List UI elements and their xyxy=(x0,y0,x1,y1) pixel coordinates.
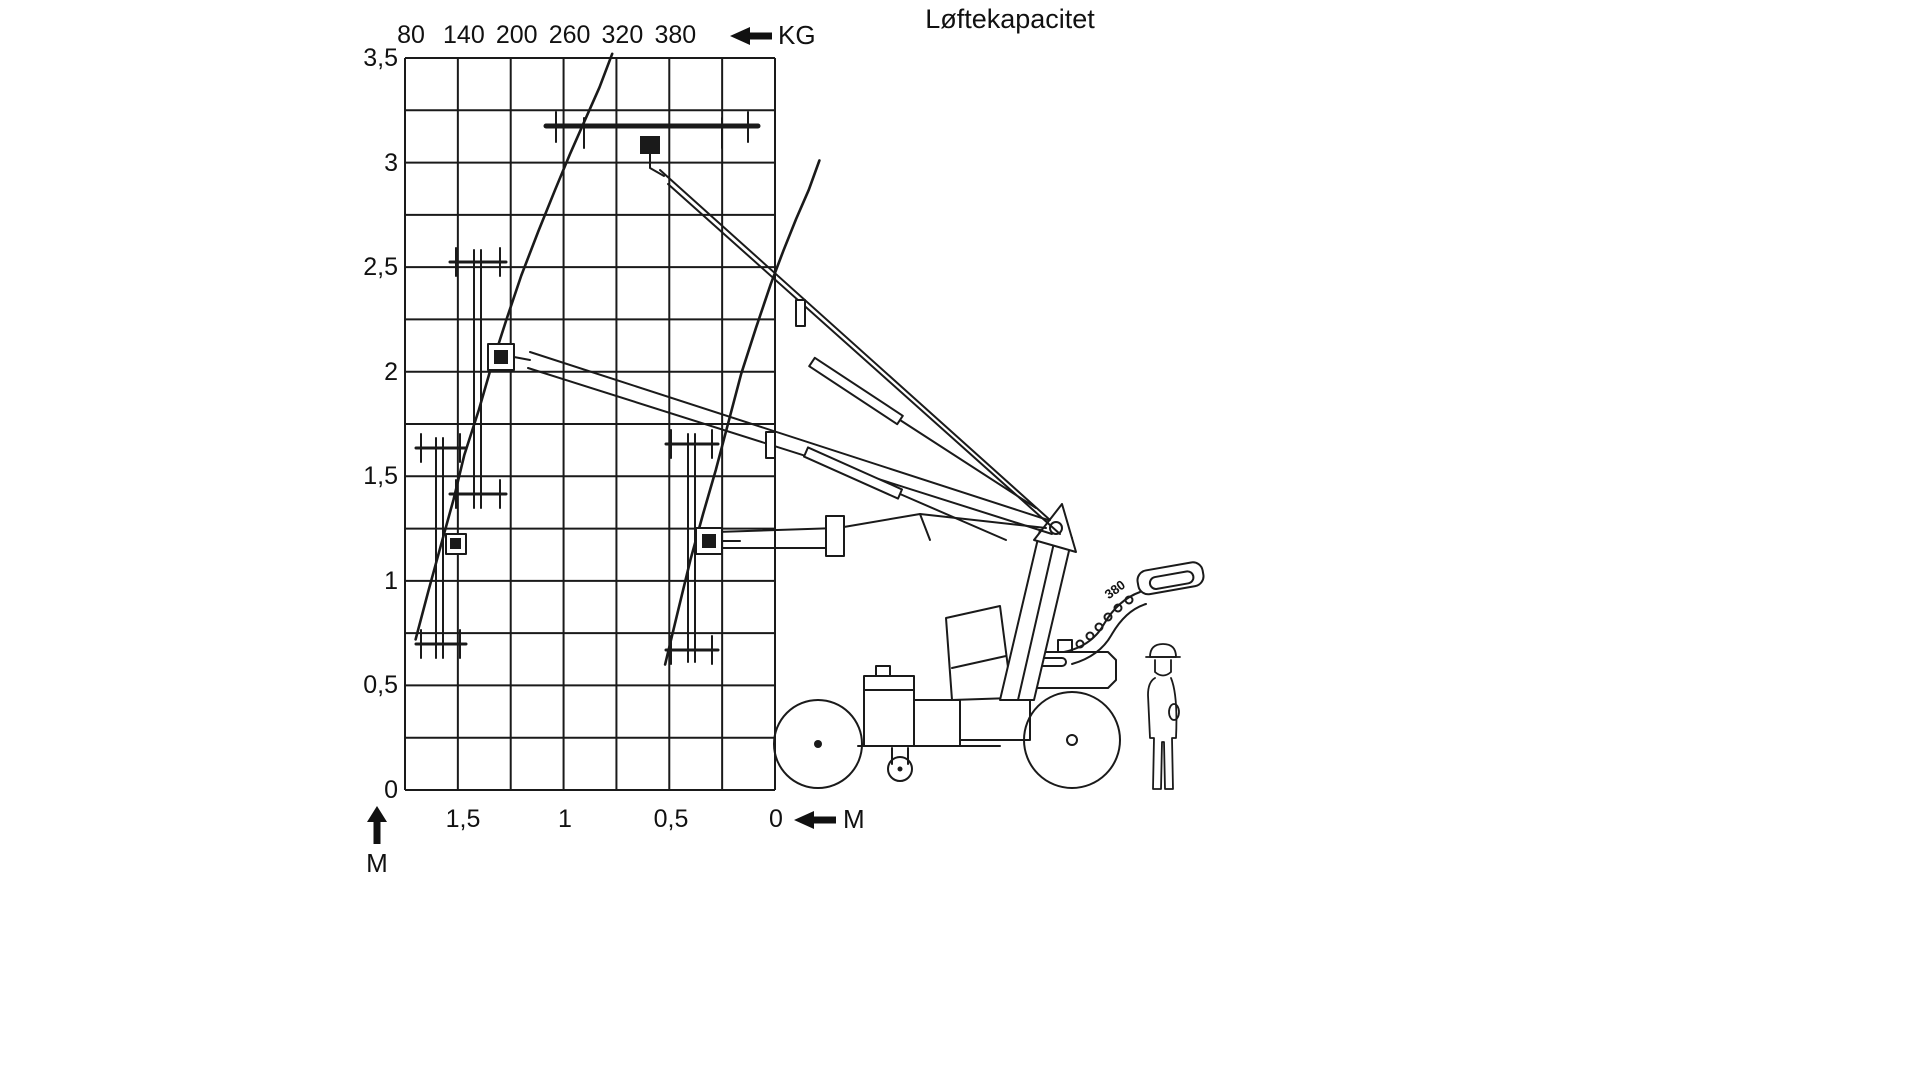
machine-base xyxy=(773,529,1121,789)
height-tick-2: 2 xyxy=(384,358,398,386)
height-axis-arrow-icon xyxy=(367,806,387,844)
kg-tick-140: 140 xyxy=(443,21,485,49)
kg-tick-200: 200 xyxy=(495,21,538,49)
boom-position-low xyxy=(664,429,1047,665)
height-tick-0: 0 xyxy=(384,776,398,804)
reach-tick-1: 1 xyxy=(558,805,572,833)
reach-axis-label: M xyxy=(843,804,865,834)
kg-axis-label: KG xyxy=(778,20,816,50)
reach-tick-0: 0 xyxy=(769,805,783,833)
height-tick-2-5: 2,5 xyxy=(363,253,398,281)
capacity-envelope-outer xyxy=(414,52,614,641)
kg-axis-arrow-icon xyxy=(730,27,772,45)
kg-tick-320: 320 xyxy=(601,21,644,49)
reach-axis-arrow-icon xyxy=(794,811,836,829)
height-tick-3: 3 xyxy=(384,149,398,177)
kg-tick-80: 80 xyxy=(397,21,425,49)
height-tick-1: 1 xyxy=(384,567,398,595)
person-figure xyxy=(1145,643,1181,790)
height-tick-3-5: 3,5 xyxy=(363,44,398,72)
boom-position-high xyxy=(543,111,1061,535)
height-axis-label: M xyxy=(366,848,388,878)
chart-title: Løftekapacitet xyxy=(925,4,1095,34)
chart-grid xyxy=(404,57,776,791)
reach-tick-0-5: 0,5 xyxy=(653,805,689,833)
reach-tick-1-5: 1,5 xyxy=(445,805,481,833)
capacity-envelope-inner xyxy=(663,159,821,666)
control-arm xyxy=(1057,561,1205,665)
kg-tick-260: 260 xyxy=(548,21,591,49)
suction-frame-far xyxy=(414,433,468,659)
boom-position-mid xyxy=(448,247,1053,541)
height-tick-1-5: 1,5 xyxy=(363,462,398,490)
machine-illustration xyxy=(414,111,1205,790)
height-tick-0-5: 0,5 xyxy=(363,671,398,699)
capacity-curves xyxy=(414,52,821,666)
kg-tick-380: 380 xyxy=(654,21,697,49)
